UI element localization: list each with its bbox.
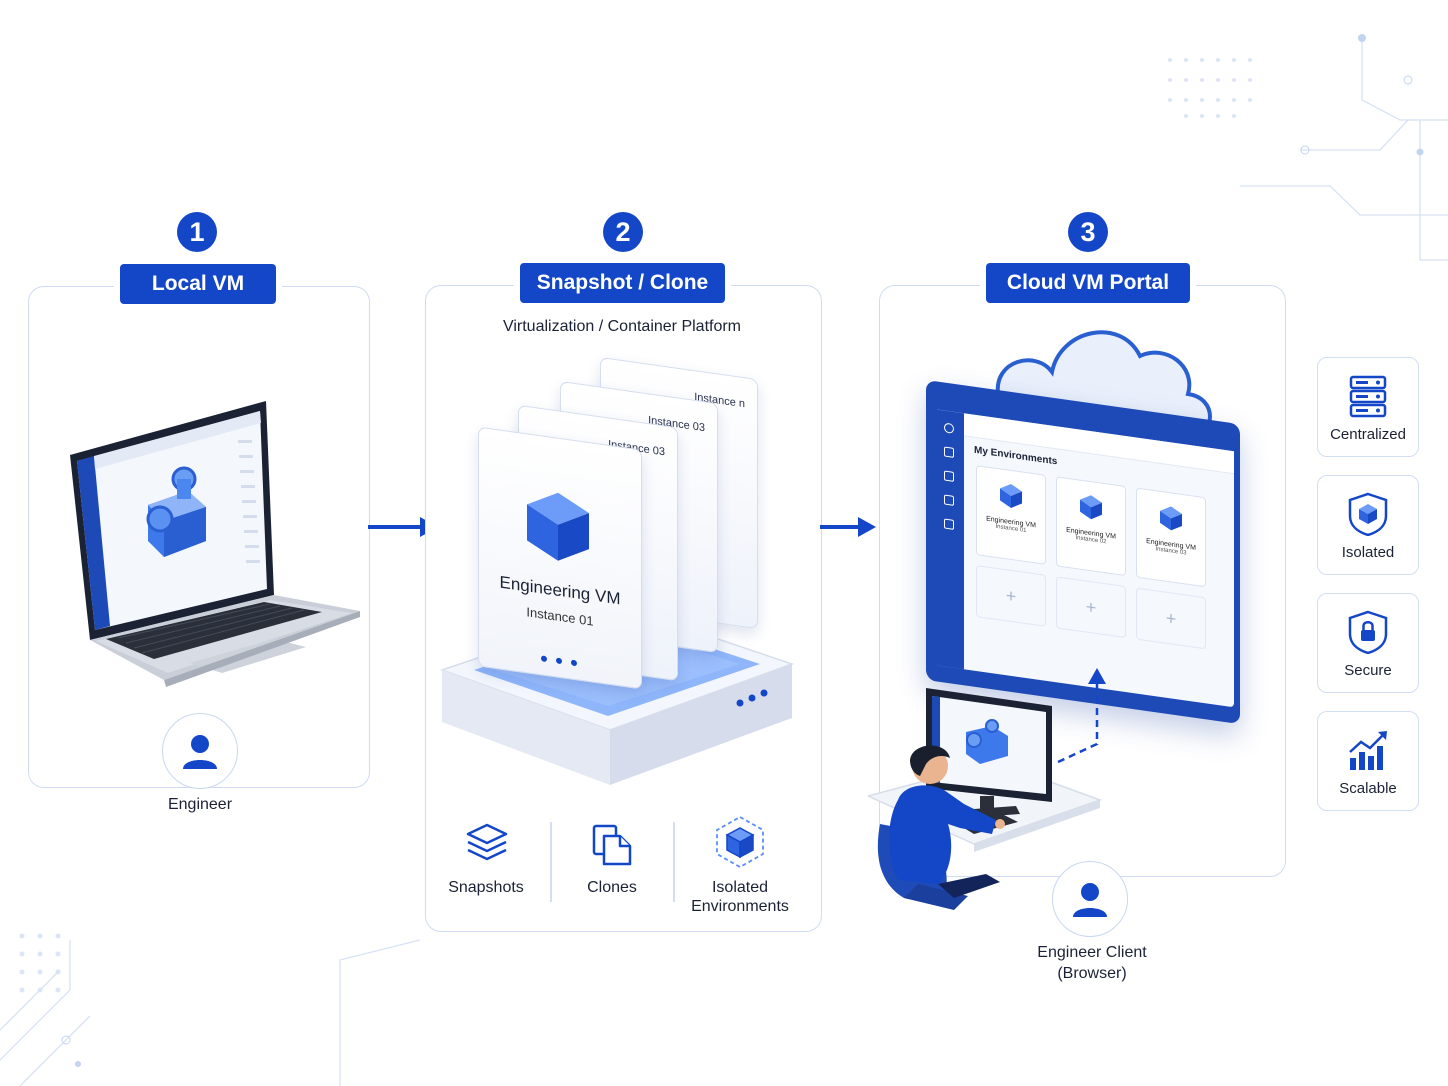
engineer-client-label: Engineer Client (Browser)	[1012, 942, 1172, 984]
add-env-button-3[interactable]: +	[1136, 587, 1206, 650]
flow-arrow-2	[820, 517, 876, 537]
card-pagination-dots	[541, 648, 577, 671]
portal-topbar	[964, 413, 1234, 475]
add-env-button-2[interactable]: +	[1056, 576, 1126, 639]
step-title-local-vm: Local VM	[120, 264, 276, 304]
feature-divider-2	[673, 822, 675, 902]
portal-sidebar[interactable]	[934, 409, 964, 670]
layers-icon	[466, 823, 508, 861]
user-icon	[1073, 883, 1107, 917]
env-cube-icon	[1080, 495, 1102, 520]
home-icon[interactable]	[944, 422, 954, 434]
step-number-1: 1	[177, 212, 217, 252]
cube-icon	[527, 492, 589, 561]
lock-shield-icon	[1348, 610, 1388, 654]
feature-isolated: Isolated	[1317, 475, 1419, 575]
nav-icon-1[interactable]	[944, 446, 954, 458]
laptop-illustration	[70, 401, 360, 687]
env-card-1[interactable]: Engineering VM Instance 01	[976, 465, 1046, 565]
feature-divider-1	[550, 822, 552, 902]
feature-centralized-label: Centralized	[1330, 426, 1406, 443]
engineer-at-desk-illustration	[868, 688, 1103, 910]
portal-screen: My Environments Engineering VM Instance …	[926, 380, 1240, 725]
server-icon	[1349, 375, 1387, 418]
feature-scalable-label: Scalable	[1339, 780, 1397, 797]
engineering-vm-card: Engineering VM Instance 01	[478, 426, 642, 690]
dashed-arrow-up	[1057, 668, 1106, 764]
snapshots-label: Snapshots	[448, 879, 524, 896]
env-card-3[interactable]: Engineering VM Instance 03	[1136, 487, 1206, 588]
engineer-client-avatar	[1052, 861, 1128, 937]
feature-isolated-label: Isolated	[1341, 544, 1395, 561]
user-icon	[183, 735, 217, 769]
clones-label: Clones	[587, 879, 637, 896]
engineer-avatar	[162, 713, 238, 789]
engineer-label: Engineer	[167, 796, 233, 813]
isolated-cube-icon	[716, 815, 764, 869]
env-cube-icon	[1000, 483, 1022, 508]
engineer-client-label-line1: Engineer Client	[1037, 944, 1147, 961]
feature-secure-label: Secure	[1344, 662, 1392, 679]
engineer-client-label-line2: (Browser)	[1057, 965, 1127, 982]
feature-centralized: Centralized	[1317, 357, 1419, 457]
env-cube-icon	[1160, 506, 1182, 531]
nav-icon-3[interactable]	[944, 494, 954, 506]
nav-icon-2[interactable]	[944, 470, 954, 482]
isolated-environments-label: Isolated Environments	[691, 879, 789, 915]
growth-chart-icon	[1349, 731, 1387, 770]
clone-files-icon	[592, 824, 632, 866]
step-title-snapshot-clone: Snapshot / Clone	[520, 263, 725, 303]
env-card-2[interactable]: Engineering VM Instance 02	[1056, 476, 1126, 577]
step-title-cloud-portal: Cloud VM Portal	[986, 263, 1190, 303]
feature-scalable: Scalable	[1317, 711, 1419, 811]
feature-secure: Secure	[1317, 593, 1419, 693]
nav-icon-4[interactable]	[944, 518, 954, 530]
cube-shield-icon	[1348, 492, 1388, 536]
step-number-2: 2	[603, 212, 643, 252]
add-env-button-1[interactable]: +	[976, 565, 1046, 627]
my-environments-heading: My Environments	[974, 444, 1058, 468]
platform-subtitle: Virtualization / Container Platform	[502, 318, 742, 335]
portal-window: My Environments Engineering VM Instance …	[934, 409, 1234, 708]
step-number-3: 3	[1068, 212, 1108, 252]
